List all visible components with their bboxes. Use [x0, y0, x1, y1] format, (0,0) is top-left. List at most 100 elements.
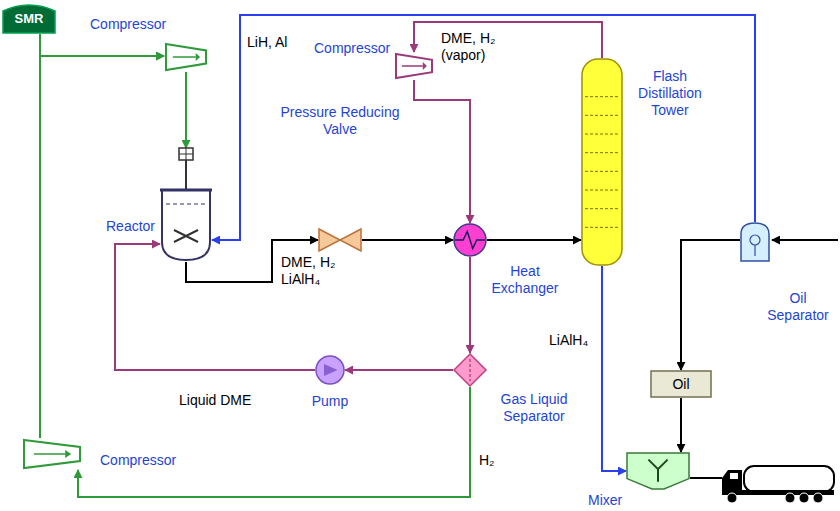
- oil-tank-symbol: [651, 371, 711, 397]
- smr-unit: SMR: [2, 2, 56, 34]
- flow-line: [185, 72, 187, 148]
- exchanger-shell: [454, 224, 486, 256]
- flow-line: [40, 34, 164, 56]
- truck-tank: [744, 466, 834, 492]
- separator-body: [741, 223, 769, 261]
- truck-window: [730, 473, 738, 479]
- tower-tray: [585, 171, 619, 172]
- equipment-label: Compressor: [100, 452, 176, 469]
- stream-label: Liquid DME: [178, 392, 252, 409]
- equipment-label: Mixer: [588, 492, 622, 509]
- reactor: Reactor: [160, 148, 212, 262]
- tanker-truck: [722, 466, 834, 503]
- exchanger-coil: [455, 232, 485, 249]
- stream-label: DME, H₂ LiAlH₄: [280, 254, 344, 288]
- stream-label: LiH, Al: [246, 34, 288, 51]
- node-text: Oil: [672, 376, 689, 393]
- stream-label: DME, H₂ (vapor): [440, 30, 506, 64]
- smr-body: [3, 5, 55, 33]
- tower-tray: [585, 227, 619, 228]
- separator-diamond: [454, 354, 486, 386]
- compressor-arrowhead: [196, 53, 200, 61]
- equipment-label: Compressor: [314, 40, 390, 57]
- smr-unit-symbol: [3, 5, 55, 33]
- flow-line: [414, 80, 470, 223]
- compressor: Compressor: [22, 438, 82, 470]
- truck-wheel: [785, 493, 795, 503]
- stream-label: H₂: [478, 452, 496, 469]
- flash-distillation-tower: Flash Distillation Tower: [581, 58, 623, 266]
- flow-line: [362, 239, 453, 241]
- compressor: Compressor: [394, 52, 434, 80]
- flow-line: [40, 56, 164, 438]
- tower-tray: [585, 115, 619, 116]
- pump-casing: [316, 356, 344, 384]
- truck-wheel: [813, 493, 823, 503]
- compressor-body: [166, 44, 206, 70]
- flow-line: [680, 398, 682, 452]
- truck-wheel: [799, 493, 809, 503]
- product-line: [690, 477, 722, 479]
- flow-line: [602, 266, 626, 471]
- tower-tray: [585, 96, 619, 97]
- tower-tray: [585, 152, 619, 153]
- motor-mark: [179, 148, 193, 160]
- compressor-arrowhead: [65, 450, 71, 458]
- pressure-reducing-valve: Pressure Reducing Valve: [318, 228, 362, 252]
- oil-tank: Oil: [650, 370, 712, 398]
- flow-line: [345, 369, 453, 371]
- compressor-arrow: [173, 56, 196, 58]
- equipment-label: Compressor: [90, 16, 166, 33]
- mixer-vessel: [627, 453, 689, 489]
- feed-line: [772, 239, 838, 241]
- separator-element: [750, 235, 760, 245]
- valve-body: [319, 229, 361, 251]
- mixer-blades: [648, 460, 667, 482]
- compressor-symbol: [396, 54, 432, 78]
- equipment-label: Oil Separator: [760, 290, 836, 324]
- reactor-vessel: [162, 190, 210, 260]
- equipment-label: Pump: [310, 393, 350, 410]
- heat-exchanger-symbol: [454, 224, 486, 256]
- tank-box: [651, 371, 711, 397]
- compressor: Compressor: [164, 42, 208, 72]
- gas-liquid-separator-symbol: [454, 354, 486, 386]
- compressor-symbol: [166, 44, 206, 70]
- oil-separator: Oil Separator: [740, 222, 770, 262]
- flash-distillation-tower-symbol: [582, 59, 622, 265]
- tower-tray: [585, 190, 619, 191]
- flow-line: [78, 387, 470, 497]
- truck-cab: [722, 470, 742, 494]
- equipment-label: Reactor: [106, 218, 155, 235]
- separator-stem: [754, 245, 755, 256]
- compressor-arrow: [34, 453, 65, 455]
- oil-separator-symbol: [741, 223, 769, 261]
- separator-filter: [470, 359, 471, 381]
- compressor-arrow: [402, 65, 423, 67]
- tower-shell: [582, 59, 622, 265]
- stream-label: LiAlH₄: [548, 332, 589, 349]
- equipment-label: Pressure Reducing Valve: [270, 104, 410, 138]
- tower-tray: [585, 134, 619, 135]
- equipment-label: Flash Distillation Tower: [625, 68, 715, 119]
- truck-wheel: [727, 493, 737, 503]
- equipment-label: Heat Exchanger: [485, 263, 565, 297]
- flow-line: [681, 240, 740, 370]
- flow-line: [212, 15, 755, 240]
- compressor-body: [24, 440, 80, 468]
- compressor-symbol: [24, 440, 80, 468]
- flow-line: [487, 239, 581, 241]
- flow-line: [469, 257, 471, 353]
- equipment-label: Gas Liquid Separator: [489, 391, 579, 425]
- compressor-body: [396, 54, 432, 78]
- pump-impeller: [324, 364, 338, 376]
- heat-exchanger: Heat Exchanger: [453, 223, 487, 257]
- reactor-lid: [160, 189, 212, 192]
- pump-symbol: [316, 356, 344, 384]
- gas-liquid-separator: Gas Liquid Separator: [453, 353, 487, 387]
- mixer: Mixer: [626, 452, 690, 490]
